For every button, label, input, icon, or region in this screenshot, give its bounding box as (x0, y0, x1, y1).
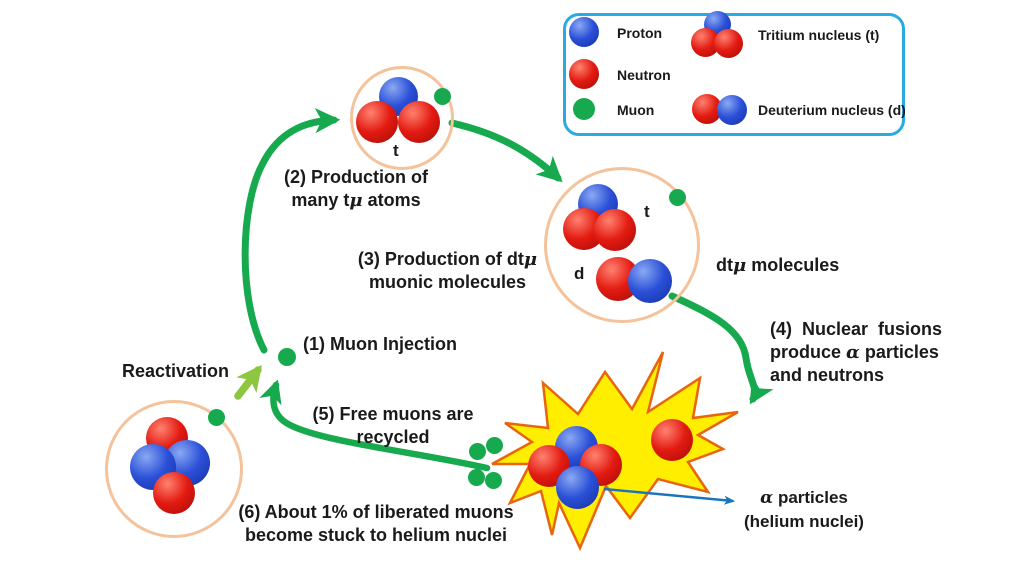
dtmu-molecules-label: dtμ molecules (716, 255, 840, 276)
alpha-proton-sphere (556, 466, 599, 509)
legend-proton-icon (569, 17, 599, 47)
step6-label: (6) About 1% of liberated muons become s… (238, 502, 514, 545)
mu-symbol: μ (733, 255, 747, 276)
dtmu-deuterium-proton-sphere (628, 259, 672, 303)
legend-tritium-neutron-sphere (714, 29, 743, 58)
helium-neutron-sphere (153, 472, 195, 514)
legend-proton-label: Proton (617, 25, 663, 41)
dtmu-d-label: d (574, 264, 585, 283)
alpha-symbol: α (760, 488, 774, 508)
step2-label: (2) Production of many tμ atoms (284, 167, 428, 211)
dtmu-tritium-neutron-sphere (594, 209, 636, 251)
reactivation-label: Reactivation (122, 361, 230, 381)
legend-neutron-icon (569, 59, 599, 89)
arrow-reactivation (234, 364, 262, 400)
free-neutron-sphere (651, 419, 693, 461)
tritium-neutron-sphere (356, 101, 398, 143)
arrow-dtmu-to-fusion (668, 292, 774, 405)
legend-neutron-label: Neutron (617, 67, 671, 83)
muon-dot-dtmu (669, 189, 686, 206)
stuck-muon-helium-circle (105, 400, 243, 538)
tritium-neutron-sphere (398, 101, 440, 143)
recycled-muon-dot (469, 443, 486, 460)
recycled-muon-dot (486, 437, 503, 454)
muon-dot-top-atom (434, 88, 451, 105)
step3-label: (3) Production of dtμ muonic molecules (357, 249, 538, 292)
step5-label: (5) Free muons are recycled (312, 404, 474, 447)
legend-muon-icon (573, 98, 595, 120)
recycled-muon-dot (468, 469, 485, 486)
muon-injection-dot (278, 348, 296, 366)
dtmu-t-label: t (644, 202, 650, 221)
top-tritium-label: t (393, 141, 399, 160)
dtmu-molecule-circle (544, 167, 700, 323)
muon-dot-helium-atom (208, 409, 225, 426)
alpha-symbol: α (846, 341, 860, 363)
mu-symbol: μ (523, 249, 538, 270)
arrow-recycle-curve (259, 379, 491, 472)
step4-label: (4) Nuclear fusions produce α particles … (770, 319, 943, 385)
step1-label: (1) Muon Injection (303, 334, 457, 354)
alpha-particles-label: α particles (helium nuclei) (744, 488, 864, 531)
tmu-atom-circle (350, 66, 454, 170)
recycled-muon-dot (485, 472, 502, 489)
mu-symbol: μ (349, 190, 363, 211)
arrow-injection-to-tmu (241, 108, 341, 354)
legend-muon-label: Muon (617, 102, 655, 118)
arrow-alpha-pointer (603, 487, 736, 505)
legend-deuterium-label: Deuterium nucleus (d) (758, 102, 906, 118)
arrow-tmu-to-dtmu (448, 119, 563, 183)
legend-deuterium-proton-sphere (717, 95, 747, 125)
legend-tritium-label: Tritium nucleus (t) (758, 27, 880, 43)
